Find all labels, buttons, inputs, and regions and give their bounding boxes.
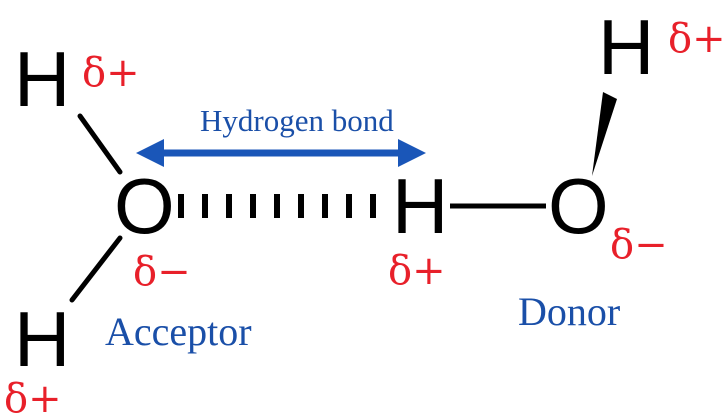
atom-donor-h-top: H xyxy=(598,3,654,91)
donor-label: Donor xyxy=(518,289,620,334)
wedge-bond-donor-o-h-top xyxy=(592,92,617,176)
charge-acceptor-h-bottom: δ+ xyxy=(4,376,62,418)
atom-donor-o: O xyxy=(548,162,609,250)
charge-donor-o: δ− xyxy=(610,222,668,268)
atom-acceptor-h-top: H xyxy=(14,35,70,123)
charge-donor-h-bridge: δ+ xyxy=(388,248,446,294)
bond-acceptor-o-h-bottom xyxy=(69,235,123,303)
charge-acceptor-h-top: δ+ xyxy=(82,50,140,96)
charge-acceptor-o: δ− xyxy=(133,249,191,295)
atom-acceptor-o: O xyxy=(114,162,175,250)
bond-acceptor-o-h-top xyxy=(77,113,123,175)
charge-donor-h-top: δ+ xyxy=(668,16,724,62)
atom-donor-h-bridge: H xyxy=(392,162,448,250)
hydrogen-bond-label: Hydrogen bond xyxy=(200,103,394,138)
atom-acceptor-h-bottom: H xyxy=(14,295,70,383)
acceptor-label: Acceptor xyxy=(105,309,252,354)
